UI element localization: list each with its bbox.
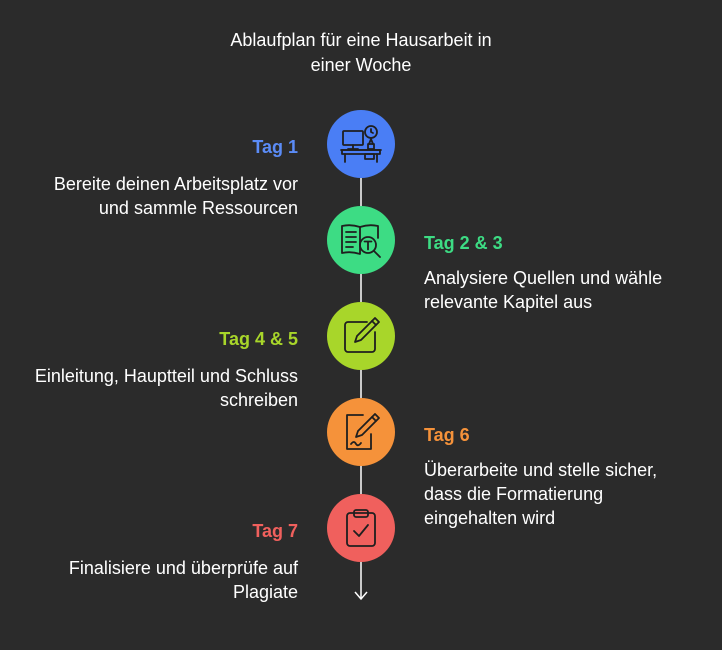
document-pen-icon (346, 413, 380, 450)
diagram-title: Ablaufplan für eine Hausarbeit in einer … (161, 28, 561, 78)
step-4-desc-line-2: dass die Formatierung (424, 484, 604, 504)
step-5-desc-line-1: Finalisiere und überprüfe auf (68, 558, 298, 578)
edit-pencil-icon (344, 317, 380, 353)
desk-computer-icon (340, 125, 382, 163)
step-2-circle (327, 206, 395, 274)
step-1-desc-line-2: und sammle Ressourcen (98, 198, 298, 218)
step-1-description: Bereite deinen Arbeitsplatz vor und samm… (54, 172, 298, 220)
step-5-desc-line-2: Plagiate (232, 582, 298, 602)
step-3-desc-line-1: Einleitung, Hauptteil und Schluss (34, 366, 298, 386)
step-2-desc-line-1: Analysiere Quellen und wähle (424, 268, 663, 288)
step-5-description: Finalisiere und überprüfe auf Plagiate (69, 556, 298, 604)
step-3-description: Einleitung, Hauptteil und Schluss schrei… (35, 364, 298, 412)
step-3-label: Tag 4 & 5 (219, 329, 298, 349)
step-3-circle (327, 302, 395, 370)
step-5-circle (327, 494, 395, 562)
book-magnifier-icon (341, 224, 381, 258)
timeline-arrowhead (354, 591, 368, 601)
step-1-circle (327, 110, 395, 178)
step-4-description: Überarbeite und stelle sicher, dass die … (424, 458, 657, 530)
step-4-desc-line-1: Überarbeite und stelle sicher, (424, 460, 658, 480)
step-4-desc-line-3: eingehalten wird (424, 508, 556, 528)
step-2-desc-line-2: relevante Kapitel aus (424, 292, 593, 312)
clipboard-check-icon (346, 509, 376, 547)
step-5-label: Tag 7 (252, 521, 298, 541)
step-2-label: Tag 2 & 3 (424, 233, 503, 253)
title-line-1: Ablaufplan für eine Hausarbeit in (230, 30, 492, 50)
step-2-description: Analysiere Quellen und wähle relevante K… (424, 266, 662, 314)
step-4-circle (327, 398, 395, 466)
step-3-desc-line-2: schreiben (219, 390, 298, 410)
step-4-label: Tag 6 (424, 425, 470, 445)
title-line-2: einer Woche (310, 55, 412, 75)
step-1-desc-line-1: Bereite deinen Arbeitsplatz vor (53, 174, 298, 194)
step-1-label: Tag 1 (252, 137, 298, 157)
